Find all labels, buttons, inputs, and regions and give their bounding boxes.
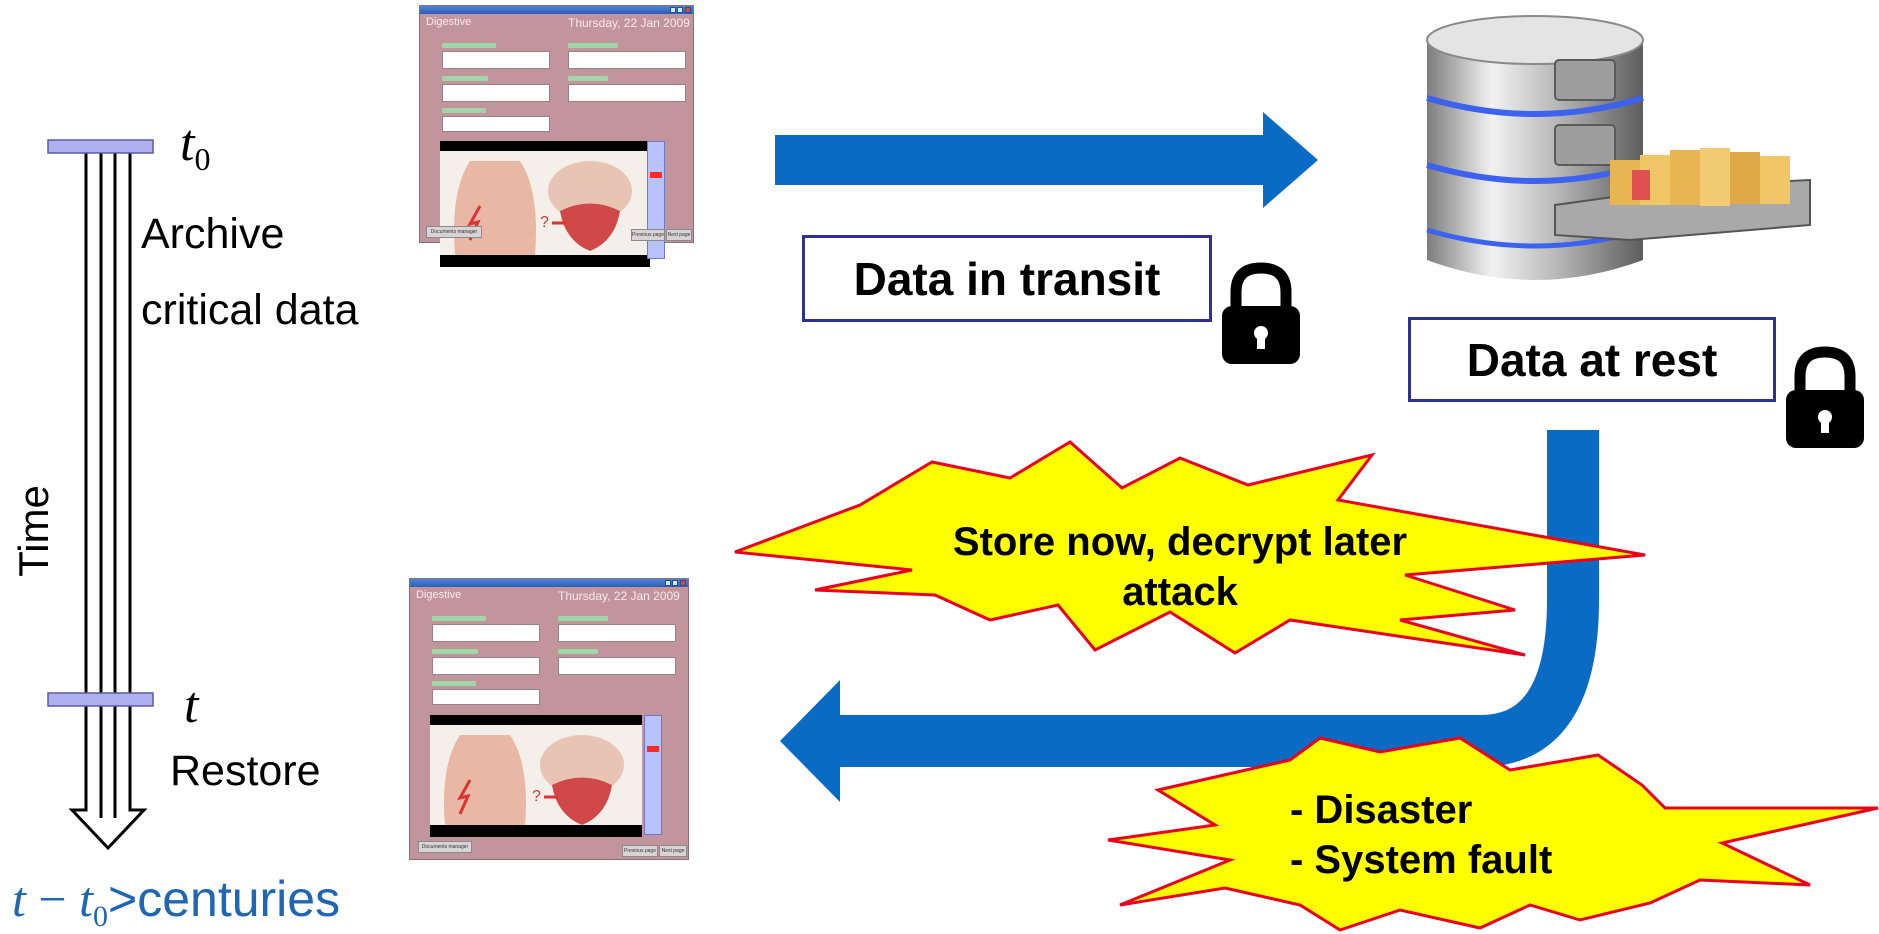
text-field[interactable] [568,51,686,69]
close-icon[interactable] [680,580,686,586]
field-label [568,43,618,48]
field-label [558,616,608,621]
window-titlebar [420,6,693,14]
transit-arrow [775,112,1318,208]
app-window-archive: Digestive Thursday, 22 Jan 2009 ? Docume… [419,5,694,267]
text-field[interactable] [432,689,540,705]
maximize-icon[interactable] [672,580,678,586]
return-arrow [780,430,1599,802]
text-field[interactable] [558,657,676,675]
window-titlebar [410,579,688,587]
next-page-button[interactable]: Next page [659,845,687,857]
t-label: t [184,677,199,734]
field-label [442,108,486,113]
close-icon[interactable] [685,7,691,13]
app-window-restore: Digestive Thursday, 22 Jan 2009 ? Docume… [409,578,689,860]
app-title: Digestive [426,16,472,28]
attack-text-line1: Store now, decrypt later [952,520,1408,564]
attack-burst [734,440,1646,657]
anatomy-image-content: ? [440,151,650,255]
field-label [442,76,488,81]
anatomy-drawing: ? [454,161,632,255]
anatomy-drawing: ? [444,735,624,825]
attack-text: Store now, decrypt later attack [900,517,1460,617]
side-panel [647,141,665,259]
field-label [558,649,598,654]
text-field[interactable] [568,84,686,102]
side-panel-red [650,172,662,178]
t0-symbol: t [180,115,195,172]
lock-icon [1222,262,1300,364]
span-minus: − [25,871,80,927]
anatomy-image: ? [440,141,650,267]
lock-icon [1786,346,1864,448]
t-marker-bar [47,692,154,707]
anatomy-image-content: ? [430,725,642,825]
app-title: Digestive [416,589,462,601]
time-axis-label: Time [9,485,57,577]
app-date: Thursday, 22 Jan 2009 [558,589,680,603]
field-label [432,616,486,621]
timeline-arrow [68,148,148,851]
field-label [432,649,478,654]
disaster-burst [1107,736,1879,932]
disaster-text-line2: - System fault [1290,838,1553,882]
database-icon [1426,15,1811,280]
svg-text:?: ? [540,214,549,231]
field-label [442,43,496,48]
side-panel [644,715,662,835]
text-field[interactable] [442,51,550,69]
app-date: Thursday, 22 Jan 2009 [568,16,690,30]
minimize-icon[interactable] [665,580,671,586]
text-field[interactable] [432,624,540,642]
text-field[interactable] [558,624,676,642]
disaster-text: - Disaster - System fault [1290,785,1552,885]
span-t: t [12,871,26,927]
text-field[interactable] [442,84,550,102]
documents-manager-button[interactable]: Documents manager [418,841,472,853]
documents-manager-button[interactable]: Documents manager [426,226,482,238]
attack-text-line2: attack [1122,570,1238,614]
previous-page-button[interactable]: Previous page [631,229,665,241]
svg-text:?: ? [532,788,541,805]
t0-subscript: 0 [194,141,211,177]
text-field[interactable] [432,657,540,675]
archive-label-line2: critical data [141,286,359,334]
t0-label: t0 [180,114,210,178]
data-at-rest-box: Data at rest [1408,317,1776,402]
data-in-transit-box: Data in transit [802,235,1212,322]
minimize-icon[interactable] [670,7,676,13]
span-rest: >centuries [108,871,341,927]
maximize-icon[interactable] [677,7,683,13]
t0-marker-bar [47,139,154,154]
text-field[interactable] [442,116,550,132]
restore-label: Restore [170,747,321,795]
side-panel-red [647,746,659,752]
time-span-label: t − t0>centuries [12,870,340,934]
next-page-button[interactable]: Next page [666,229,692,241]
disaster-text-line1: - Disaster [1290,788,1473,832]
field-label [432,681,476,686]
span-t2: t [79,871,94,927]
anatomy-image: ? [430,715,642,837]
field-label [568,76,608,81]
previous-page-button[interactable]: Previous page [622,845,658,857]
span-subscript: 0 [93,900,109,933]
archive-label-line1: Archive [141,210,285,258]
